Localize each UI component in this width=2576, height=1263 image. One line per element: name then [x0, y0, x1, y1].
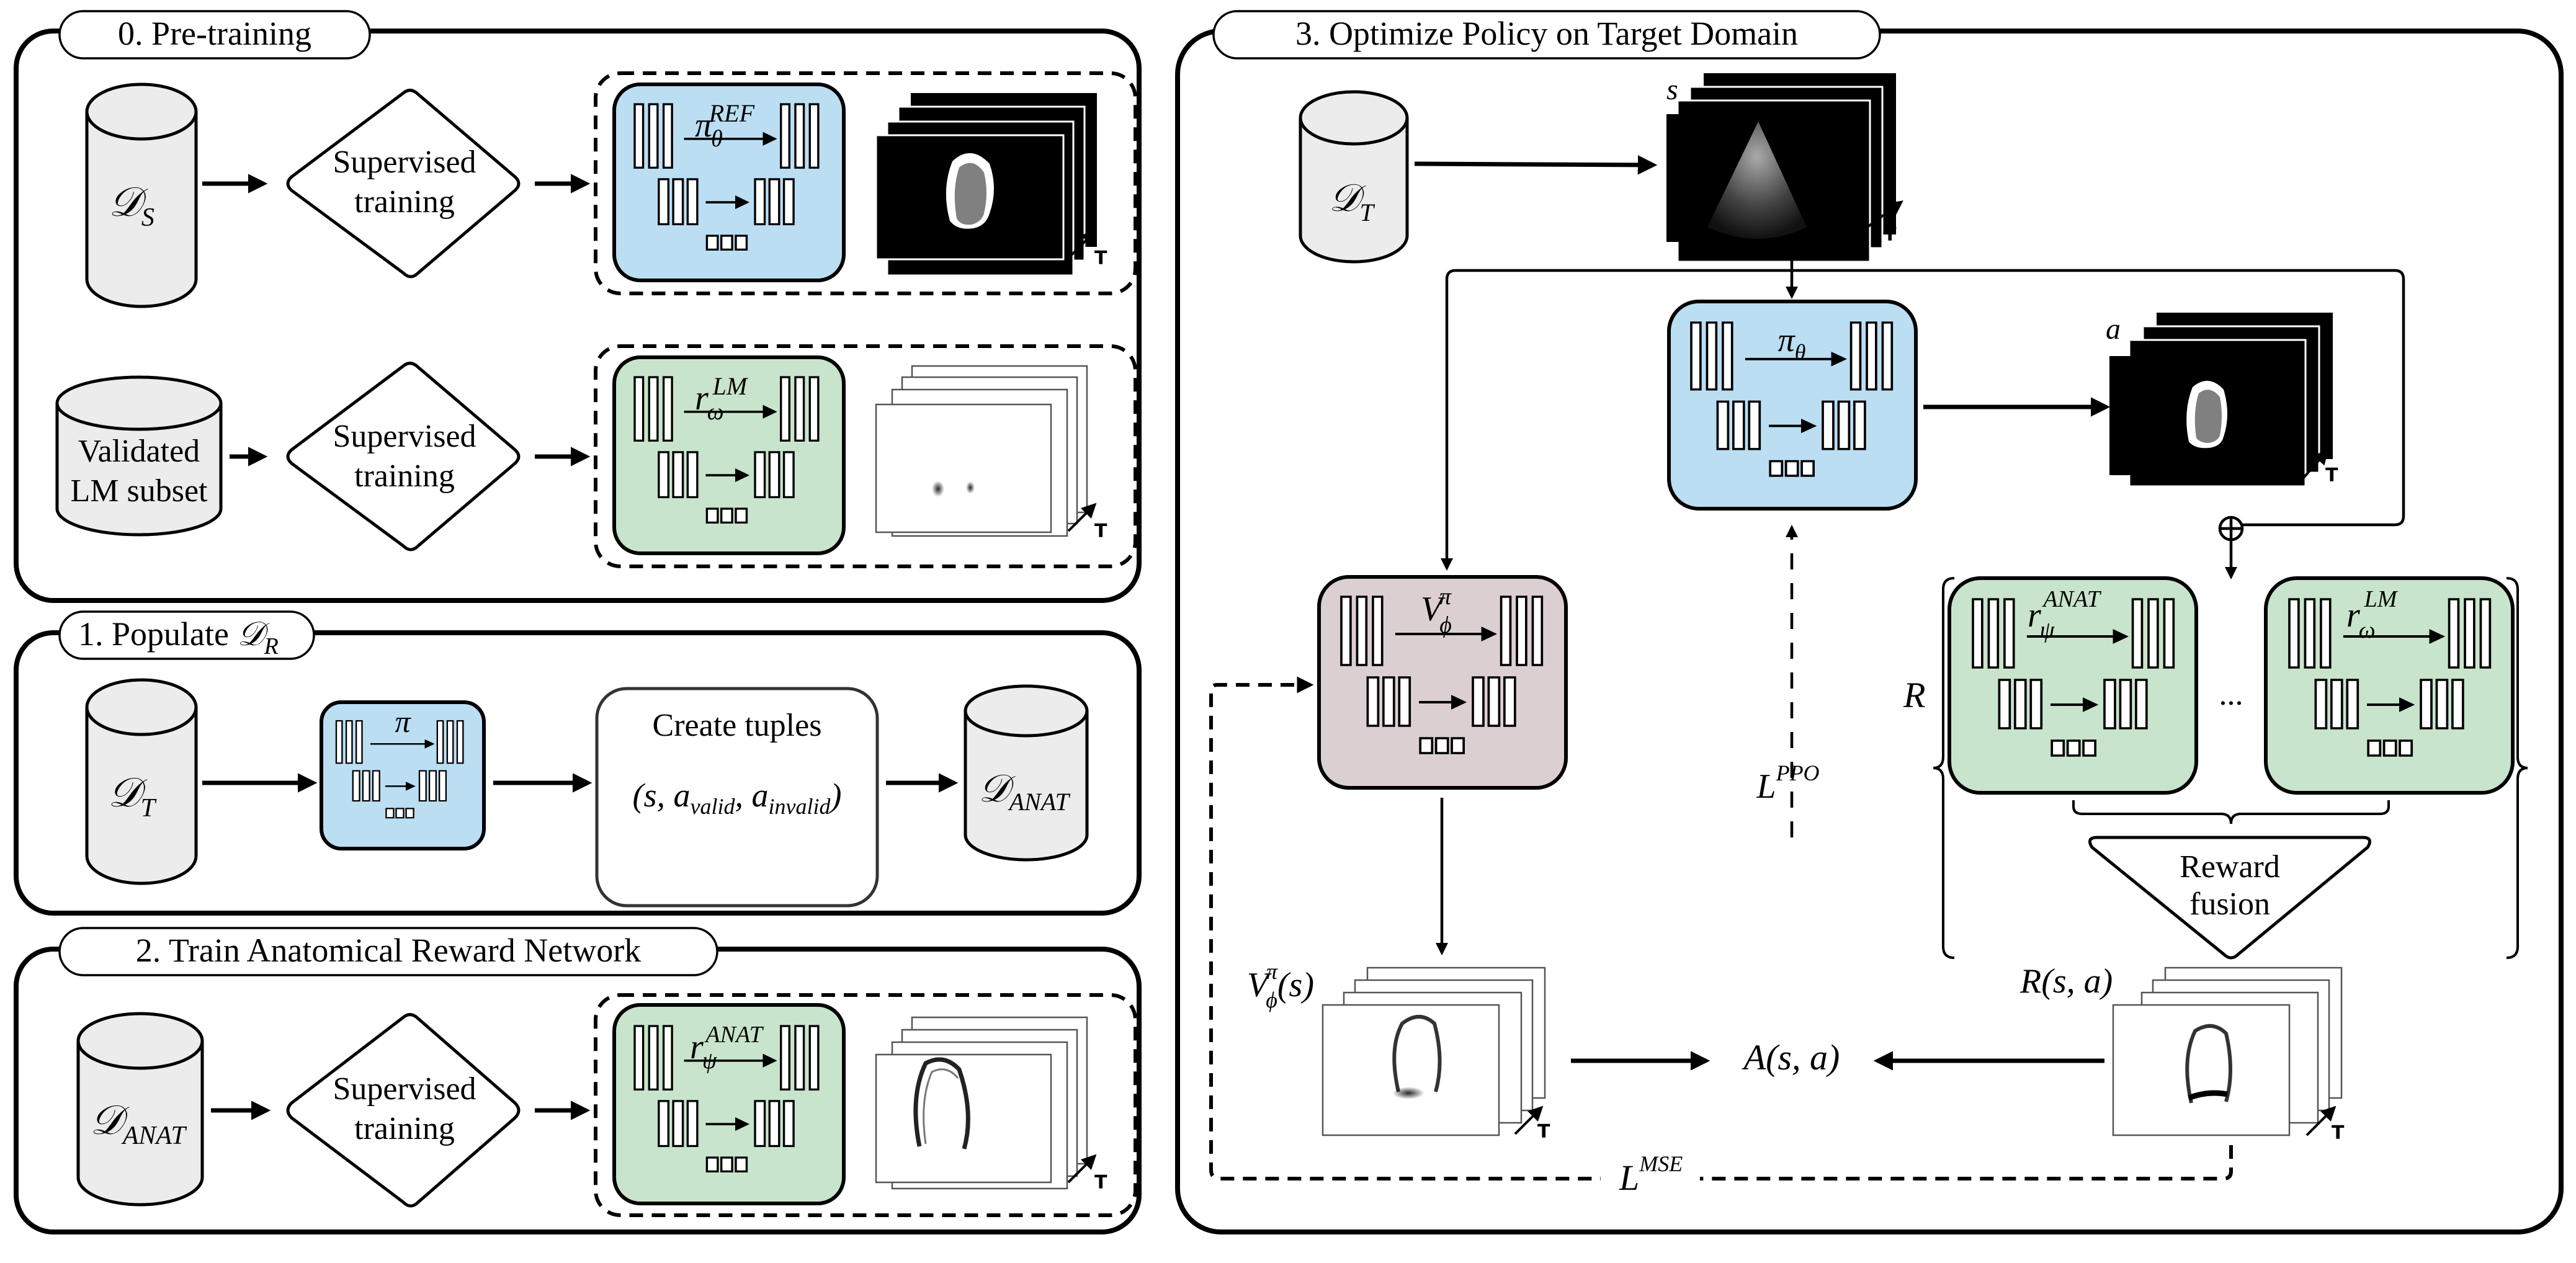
svg-text:Vϕπ: Vϕπ: [1421, 584, 1452, 638]
svg-text:R(s, a): R(s, a): [2019, 962, 2113, 1001]
network-landmark-reward: rωLM: [612, 355, 846, 555]
ultrasound-state-frames: s T: [1666, 73, 1903, 263]
svg-text:Vϕπ(s): Vϕπ(s): [1247, 959, 1314, 1012]
reward-net-anat: rψANAT: [1948, 576, 2198, 795]
network-anatomical-reward: rψANAT: [612, 1003, 846, 1205]
dataset-danat-output-cylinder: 𝒟ANAT: [964, 684, 1089, 862]
dataset-validated-lm-cylinder: Validated LM subset: [55, 375, 223, 537]
reward-network-set: R rψANAT ... rωLM: [1903, 576, 2528, 959]
network-value-critic: Vϕπ: [1317, 575, 1568, 790]
svg-text:π: π: [395, 704, 411, 739]
svg-text:T: T: [1537, 1121, 1550, 1143]
svg-text:Reward: Reward: [2180, 849, 2280, 885]
dataset-dt-cylinder: 𝒟T: [85, 678, 198, 885]
supervised-training-diamond-2: Supervised training: [286, 362, 521, 551]
network-policy-theta: πθ: [1667, 300, 1918, 511]
reward-output-frames: R(s, a) T: [2019, 962, 2345, 1144]
reward-fusion-triangle: Reward fusion: [2088, 836, 2372, 960]
svg-text:(s, avalid, ainvalid): (s, avalid, ainvalid): [633, 777, 842, 819]
svg-text:πθREF: πθREF: [695, 99, 755, 152]
svg-text:s: s: [1666, 73, 1678, 106]
svg-text:a: a: [2106, 313, 2121, 346]
svg-text:rωLM: rωLM: [695, 372, 749, 425]
svg-text:Create tuples: Create tuples: [653, 708, 822, 743]
output-group-lm: [594, 344, 1137, 568]
segmentation-frames-stack: T: [875, 93, 1107, 277]
panel-train-reward: 2. Train Anatomical Reward Network 𝒟ANAT…: [14, 927, 1142, 1234]
network-policy-ref: πθREF: [612, 83, 846, 282]
dataset-dt-target-cylinder: 𝒟T: [1299, 90, 1409, 264]
supervised-training-diamond-1: Supervised training: [286, 89, 521, 279]
panel-title-pretraining: 0. Pre-training: [118, 15, 311, 52]
dataset-danat-cylinder: 𝒟ANAT: [76, 1012, 204, 1207]
svg-text:Supervised: Supervised: [333, 1071, 476, 1107]
output-group-ref: [594, 71, 1137, 295]
combine-state-action-node: [2218, 515, 2244, 580]
supervised-training-diamond-3: Supervised training: [286, 1013, 521, 1208]
svg-text:T: T: [1094, 1172, 1107, 1194]
reward-net-lm: rωLM: [2264, 576, 2515, 795]
svg-text:training: training: [354, 184, 455, 220]
output-group-anat: [594, 993, 1137, 1217]
reward-ellipsis: ...: [2219, 677, 2243, 712]
panel-title-optimize: 3. Optimize Policy on Target Domain: [1295, 15, 1798, 52]
panel-title-train-reward: 2. Train Anatomical Reward Network: [136, 932, 641, 969]
svg-text:Supervised: Supervised: [333, 145, 476, 180]
svg-text:𝒟ANAT: 𝒟ANAT: [90, 1098, 187, 1150]
panel-pretraining: 0. Pre-training 𝒟S Supervised training π…: [14, 10, 1142, 603]
action-segmentation-frames: a T: [2106, 313, 2338, 488]
anatomical-reward-frames-stack: T: [875, 1016, 1107, 1194]
svg-text:training: training: [354, 1111, 455, 1146]
state-routing-lines: [1440, 253, 2405, 571]
svg-text:LM subset: LM subset: [71, 473, 208, 509]
svg-text:πθ: πθ: [1778, 321, 1806, 365]
svg-text:T: T: [2332, 1122, 2345, 1144]
landmark-heatmap-frames-stack: T: [875, 365, 1107, 542]
svg-text:training: training: [354, 458, 455, 494]
ppo-loss-label: LPPO: [1756, 761, 1819, 806]
mse-loss-label: LMSE: [1619, 1151, 1683, 1198]
svg-text:Validated: Validated: [78, 434, 200, 469]
mse-loss-line: [1209, 676, 2233, 1180]
svg-text:rωLM: rωLM: [2346, 586, 2399, 643]
create-tuples-box: Create tuples (s, avalid, ainvalid): [595, 687, 879, 908]
value-output-frames: Vϕπ(s) T: [1247, 959, 1550, 1143]
arrow: [1414, 155, 1658, 175]
svg-text:fusion: fusion: [2189, 886, 2270, 922]
svg-text:rψANAT: rψANAT: [2028, 586, 2102, 643]
svg-text:T: T: [1094, 520, 1107, 542]
panel-optimize: 3. Optimize Policy on Target Domain 𝒟T s…: [1175, 10, 2564, 1234]
network-policy-pi: π: [320, 700, 486, 850]
svg-text:rψANAT: rψANAT: [690, 1022, 764, 1074]
svg-text:1. Populate 𝒟R: 1. Populate 𝒟R: [78, 615, 279, 659]
svg-text:𝒟ANAT: 𝒟ANAT: [978, 768, 1071, 816]
svg-text:T: T: [1094, 248, 1107, 269]
panel-populate: 1. Populate 𝒟R 𝒟T π Create tuples (s, av…: [14, 610, 1142, 916]
advantage-label: A(s, a): [1742, 1037, 1840, 1078]
svg-text:T: T: [1884, 224, 1897, 246]
svg-text:R: R: [1903, 675, 1925, 715]
svg-text:Supervised: Supervised: [333, 419, 476, 454]
svg-text:T: T: [2325, 465, 2338, 486]
panel-title-populate: 1. Populate: [78, 615, 237, 653]
dataset-ds-cylinder: 𝒟S: [85, 83, 198, 308]
